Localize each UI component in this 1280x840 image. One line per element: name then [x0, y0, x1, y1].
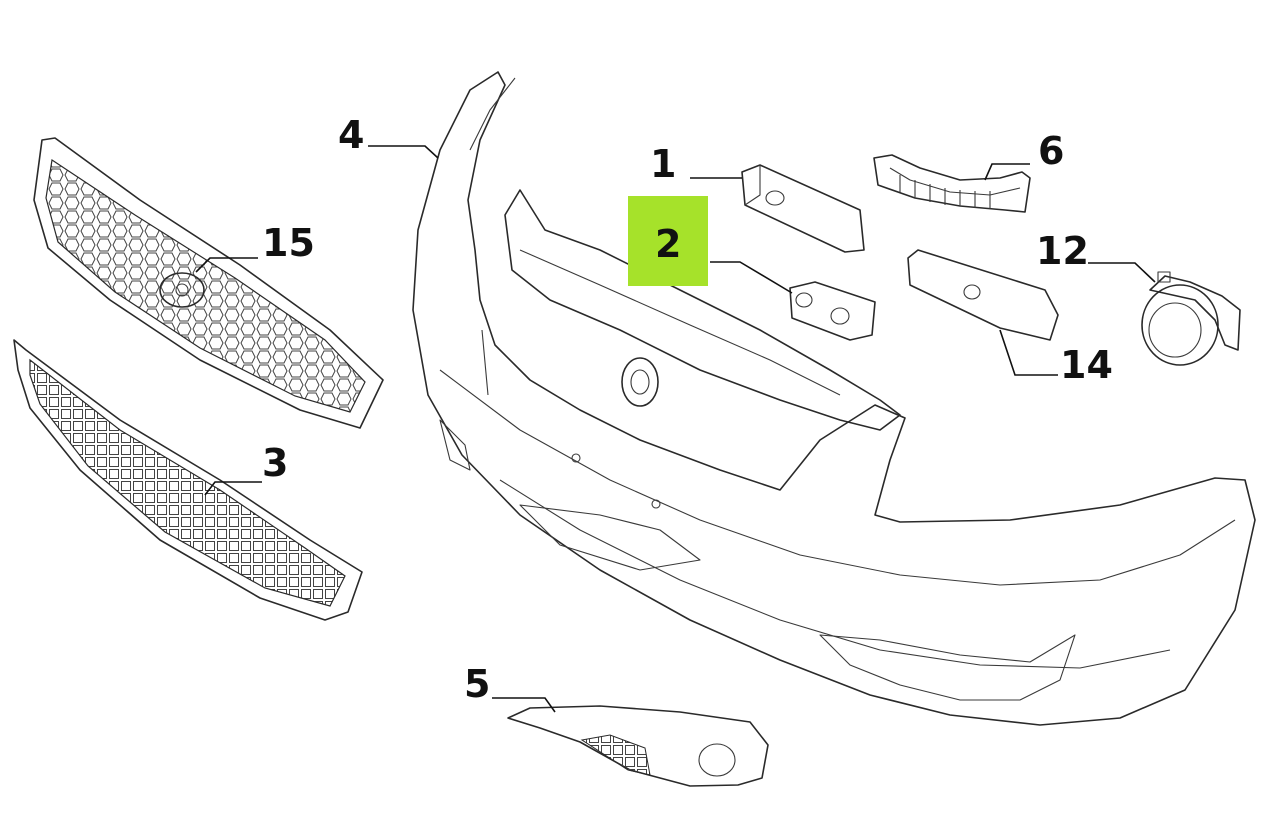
callout-6: 6 [1038, 129, 1064, 173]
bracket-part-1 [741, 164, 865, 253]
leader-15 [195, 257, 258, 273]
reinforcement-bracket [504, 189, 901, 431]
callout-labels: 1 2 3 4 5 6 12 14 15 [262, 113, 1113, 706]
bracket-part-2 [789, 281, 876, 341]
callout-12: 12 [1036, 229, 1089, 273]
leader-12 [1088, 262, 1156, 283]
callout-5: 5 [464, 662, 490, 706]
upper-grille-part-15 [33, 137, 384, 429]
leader-3 [204, 481, 262, 496]
highlight-box-2 [628, 196, 708, 286]
callout-1: 1 [650, 142, 676, 186]
leader-lines [195, 145, 1156, 713]
callout-14: 14 [1060, 343, 1113, 387]
callout-15: 15 [262, 221, 315, 265]
leader-4 [368, 145, 439, 159]
guide-rail-part-6 [873, 154, 1031, 213]
leader-5 [492, 697, 556, 713]
leader-14 [999, 329, 1058, 376]
fog-bezel-part-5 [507, 705, 769, 787]
bumper-cover-part-4 [412, 71, 1256, 726]
leader-2 [710, 261, 793, 294]
fog-lamp-part-12 [1141, 271, 1241, 366]
leader-6 [984, 163, 1030, 181]
callout-3: 3 [262, 441, 288, 485]
lower-grille-part-3 [13, 339, 363, 621]
callout-2: 2 [655, 222, 681, 266]
callout-4: 4 [338, 113, 364, 157]
bracket-part-14 [907, 249, 1059, 341]
